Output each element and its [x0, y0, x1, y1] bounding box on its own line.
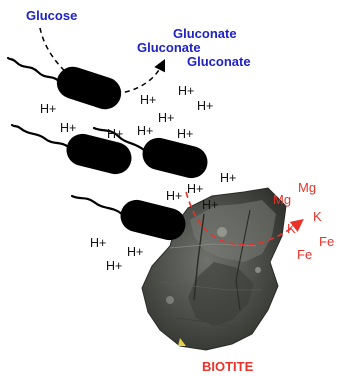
proton-label: H+	[127, 245, 144, 259]
proton-label: H+	[90, 236, 107, 250]
proton-label: H+	[177, 127, 194, 141]
bacterium-4	[70, 194, 186, 241]
ion-label-k: K	[313, 209, 322, 224]
gluconate-label-3: Gluconate	[187, 54, 251, 69]
gluconate-label-1: Gluconate	[173, 26, 237, 41]
proton-label: H+	[106, 259, 123, 273]
proton-label: H+	[166, 189, 183, 203]
proton-label: H+	[187, 182, 204, 196]
ion-label-fe: Fe	[319, 234, 335, 249]
glucose-uptake-arrow	[39, 27, 166, 95]
ion-label-mg: Mg	[273, 192, 292, 207]
proton-label: H+	[137, 124, 154, 138]
ion-release-arrow	[185, 191, 304, 246]
proton-label: H+	[60, 121, 77, 135]
proton-label: H+	[197, 99, 214, 113]
gluconate-label-2: Gluconate	[137, 40, 201, 55]
biotite-label: BIOTITE	[202, 359, 254, 374]
proton-label: H+	[202, 198, 219, 212]
proton-label: H+	[178, 84, 195, 98]
bacterium-2	[10, 123, 132, 175]
glucose-label: Glucose	[26, 8, 78, 23]
ion-label-k: K	[287, 221, 296, 236]
proton-label: H+	[158, 111, 175, 125]
proton-label: H+	[40, 102, 57, 116]
ion-label-fe: Fe	[297, 247, 313, 262]
bacterium-1	[6, 56, 122, 110]
proton-label: H+	[220, 171, 237, 185]
proton-label: H+	[140, 93, 157, 107]
ion-label-mg: Mg	[298, 180, 317, 195]
bacterium-3	[92, 126, 208, 179]
proton-label: H+	[107, 127, 124, 141]
